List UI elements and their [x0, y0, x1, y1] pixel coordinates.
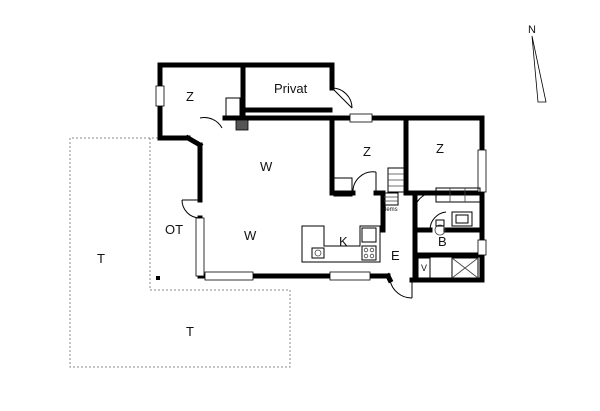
room-label-private: Privat [274, 81, 308, 96]
room-label-outdoor-covered: OT [165, 222, 183, 237]
north-arrow: N [528, 24, 547, 103]
terrace-outline [69, 137, 291, 368]
door-swings [181, 87, 447, 299]
room-label-bathroom: B [438, 234, 447, 249]
hems-label: Hems [382, 207, 398, 213]
room-label-utility: V [421, 263, 427, 273]
room-label-bedroom-right: Z [436, 141, 444, 156]
room-label-kitchen: K [339, 234, 348, 249]
room-label-terrace-left: T [97, 251, 105, 266]
room-label-bedroom-middle: Z [363, 144, 371, 159]
windows [155, 85, 487, 281]
fixtures [156, 97, 481, 280]
room-label-terrace-bottom: T [186, 324, 194, 339]
room-label-living-top: W [260, 159, 273, 174]
room-label-bedroom-top-left: Z [186, 89, 194, 104]
north-label: N [528, 24, 536, 36]
room-label-living-bottom: W [244, 228, 257, 243]
room-label-entrance: E [391, 248, 400, 263]
